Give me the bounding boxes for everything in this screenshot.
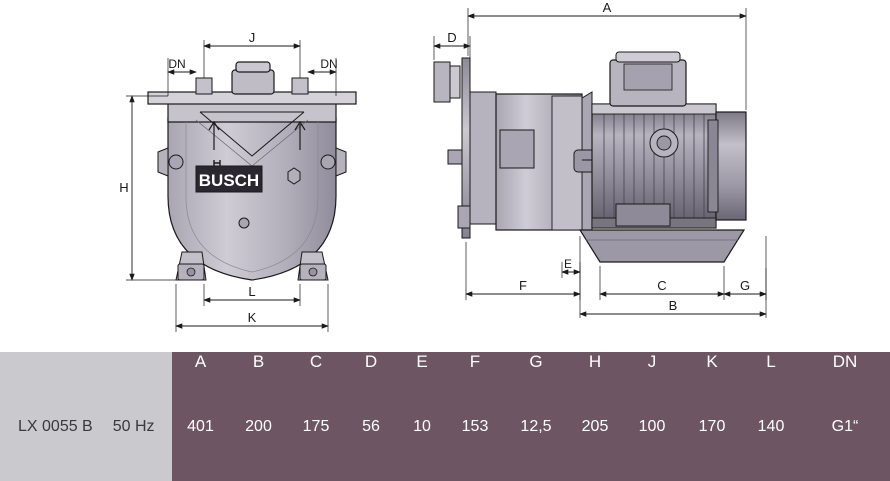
- dim-label-E: E: [564, 257, 572, 271]
- dim-K: K: [175, 310, 329, 329]
- dim-J: J: [203, 30, 301, 49]
- dim-label-L: L: [248, 284, 255, 299]
- dim-label-D: D: [447, 30, 456, 45]
- cell-J: 100: [622, 372, 682, 481]
- dimension-table: A B C D E F G H J K L DN LX 0055 B 50 Hz: [0, 352, 890, 481]
- header-cell-G: G: [504, 352, 568, 372]
- header-cell-J: J: [622, 352, 682, 372]
- dim-G: G: [723, 278, 767, 297]
- motor-body: [578, 51, 747, 263]
- dim-label-G: G: [740, 278, 750, 293]
- brand-label: BUSCH: [199, 171, 259, 190]
- cell-E: 10: [398, 372, 446, 481]
- dim-label-B: B: [669, 298, 678, 313]
- drawing-svg: BUSCH J DN DN: [119, 0, 767, 332]
- row-frequency: 50 Hz: [112, 417, 155, 435]
- dim-A: A: [467, 0, 747, 19]
- dim-D: D: [433, 30, 471, 49]
- cell-F: 153: [446, 372, 504, 481]
- dim-DN-right: DN: [307, 57, 338, 75]
- dim-label-A: A: [603, 0, 612, 15]
- cell-C: 175: [288, 372, 344, 481]
- table-header-row: A B C D E F G H J K L DN: [0, 352, 890, 372]
- cell-K: 170: [682, 372, 742, 481]
- header-cell-E: E: [398, 352, 446, 372]
- header-cell-D: D: [344, 352, 398, 372]
- cell-DN: G1“: [800, 372, 890, 481]
- cell-G: 12,5: [504, 372, 568, 481]
- header-cell-B: B: [229, 352, 288, 372]
- header-cell-C: C: [288, 352, 344, 372]
- dimension-table-wrapper: A B C D E F G H J K L DN LX 0055 B 50 Hz: [0, 352, 890, 481]
- row-model-name: LX 0055 B: [18, 417, 93, 435]
- dim-label-DN-left: DN: [168, 57, 185, 71]
- dim-label-DN-right: DN: [320, 57, 337, 71]
- dim-DN-left: DN: [167, 57, 197, 75]
- side-view: A D E F C G B: [433, 0, 767, 318]
- front-view: BUSCH J DN DN: [119, 30, 357, 332]
- header-cell-L: L: [742, 352, 800, 372]
- dim-L: L: [203, 284, 301, 303]
- cell-A: 401: [172, 372, 229, 481]
- dim-E: E: [561, 257, 581, 275]
- pump-body-front: BUSCH: [147, 61, 357, 281]
- header-cell-blank: [0, 352, 172, 372]
- cell-H: 205: [568, 372, 622, 481]
- row-model-cell: LX 0055 B 50 Hz: [0, 372, 172, 481]
- dim-C: C: [599, 278, 725, 297]
- header-cell-A: A: [172, 352, 229, 372]
- cell-D: 56: [344, 372, 398, 481]
- dim-label-C: C: [657, 278, 666, 293]
- cell-B: 200: [229, 372, 288, 481]
- table-row: LX 0055 B 50 Hz 401 200 175 56 10 153 12…: [0, 372, 890, 481]
- header-cell-F: F: [446, 352, 504, 372]
- header-cell-DN: DN: [800, 352, 890, 372]
- dim-H: H: [119, 95, 135, 281]
- inlet-flange: [433, 57, 497, 239]
- dim-F: F: [465, 278, 581, 297]
- dim-label-K: K: [248, 310, 257, 325]
- dimensional-drawing: BUSCH J DN DN: [119, 0, 767, 332]
- dim-label-H: H: [119, 180, 128, 195]
- dim-label-J: J: [249, 30, 256, 45]
- header-cell-H: H: [568, 352, 622, 372]
- dim-label-F: F: [519, 278, 527, 293]
- header-cell-K: K: [682, 352, 742, 372]
- pump-housing-side: [495, 91, 599, 237]
- dim-B: B: [579, 298, 767, 317]
- cell-L: 140: [742, 372, 800, 481]
